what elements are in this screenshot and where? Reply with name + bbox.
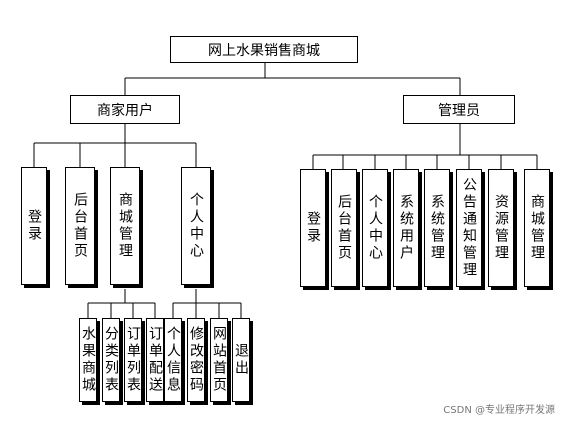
- admin-dashboard-node: 后台首页: [331, 169, 357, 287]
- csdn-watermark: CSDN @专业程序开发源: [443, 405, 555, 416]
- merchant-personal-center-node: 个人中心: [181, 167, 211, 285]
- merchant-dashboard-node: 后台首页: [65, 167, 95, 285]
- admin-announcement-mgmt-node: 公告通知管理: [456, 169, 482, 287]
- admin-resource-mgmt-node: 资源管理: [488, 169, 514, 287]
- merchant-mall-mgmt-node: 商城管理: [110, 167, 140, 285]
- admin-system-users-node: 系统用户: [393, 169, 419, 287]
- admin-mall-mgmt-node: 商城管理: [524, 169, 550, 287]
- merchant-login-node: 登录: [21, 167, 47, 285]
- merchant-node: 商家用户: [70, 95, 180, 124]
- center-sub-change-password-node: 修改密码: [187, 318, 205, 402]
- mall-sub-order-list-node: 订单列表: [124, 318, 142, 402]
- center-sub-site-home-node: 网站首页: [210, 318, 228, 402]
- admin-personal-center-node: 个人中心: [362, 169, 388, 287]
- center-sub-logout-node: 退出: [232, 318, 250, 402]
- center-sub-personal-info-node: 个人信息: [164, 318, 182, 402]
- mall-sub-order-delivery-node: 订单配送: [146, 318, 164, 402]
- mall-sub-fruit-mall-node: 水果商城: [79, 318, 97, 402]
- mall-sub-category-list-node: 分类列表: [102, 318, 120, 402]
- admin-system-mgmt-node: 系统管理: [424, 169, 450, 287]
- root-node: 网上水果销售商城: [170, 36, 358, 63]
- admin-node: 管理员: [403, 95, 515, 124]
- admin-login-node: 登录: [300, 169, 326, 287]
